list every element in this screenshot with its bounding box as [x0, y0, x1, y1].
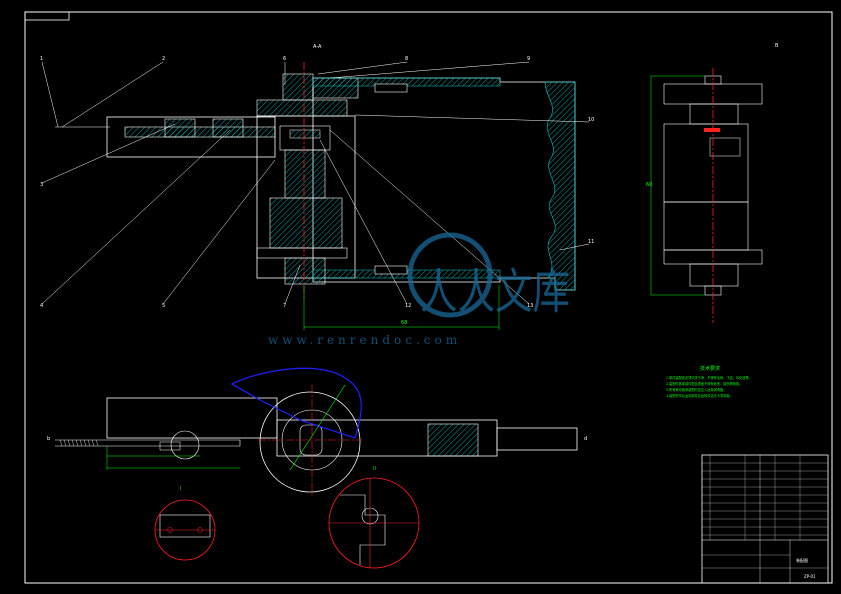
view-label-b: b: [47, 436, 50, 442]
side-view: 60 B: [646, 43, 779, 323]
watermark-url: www.renrendoc.com: [268, 333, 461, 347]
notes-line: 1.零件装配前必须清洗干净，不得有毛刺、飞边、氧化皮等。: [666, 375, 752, 380]
section-mark-top: A-A: [313, 44, 322, 50]
part-label: 2: [162, 56, 165, 62]
sheet-border: [24, 11, 833, 584]
technical-notes: 技术要求 1.零件装配前必须清洗干净，不得有毛刺、飞边、氧化皮等。 2.装配时各…: [666, 365, 752, 398]
bottom-view: b d: [47, 367, 587, 495]
notes-line: 2.装配时各零部件配合表面不得有划伤、碰伤等缺陷。: [666, 381, 742, 386]
detail-label-1: I: [180, 486, 181, 492]
main-section-view: 68 A-A: [55, 44, 576, 330]
view-label-d: d: [584, 436, 587, 442]
part-label: 6: [283, 56, 286, 62]
part-label: 8: [405, 56, 408, 62]
watermark: 人人文库 www.renrendoc.com: [268, 232, 570, 347]
part-label: 11: [588, 239, 594, 245]
detail-view-1: I: [154, 486, 216, 561]
title-block-number: ZP-01: [804, 574, 816, 579]
dimension-text-main: 68: [401, 320, 407, 326]
title-block-title: 装配图: [796, 557, 808, 563]
dimension-text-side: 60: [646, 182, 652, 188]
part-label: 9: [527, 56, 530, 62]
part-label: 10: [588, 117, 594, 123]
notes-line: 3.所有滚动轴承装配时应注入适量润滑脂。: [666, 387, 726, 392]
part-label: 12: [405, 303, 411, 309]
part-label: 1: [40, 56, 43, 62]
side-view-mark: B: [775, 43, 779, 49]
part-label: 3: [40, 182, 43, 188]
notes-line: 4.装配完毕后运动部件应运转灵活无卡滞现象。: [666, 393, 733, 398]
detail-view-2: II: [328, 466, 420, 569]
watermark-logo-text: 人人文库: [420, 264, 570, 320]
leader-lines: [41, 61, 590, 305]
part-label: 7: [283, 303, 286, 309]
notes-title: 技术要求: [700, 365, 720, 372]
part-label: 4: [40, 303, 43, 309]
detail-label-2: II: [373, 466, 376, 472]
part-labels: 1 2 3 4 5 6 7 8 9 10 11 12 13: [40, 56, 594, 309]
part-label: 5: [162, 303, 165, 309]
title-block: 装配图 ZP-01: [701, 454, 829, 584]
part-label: 13: [527, 303, 533, 309]
